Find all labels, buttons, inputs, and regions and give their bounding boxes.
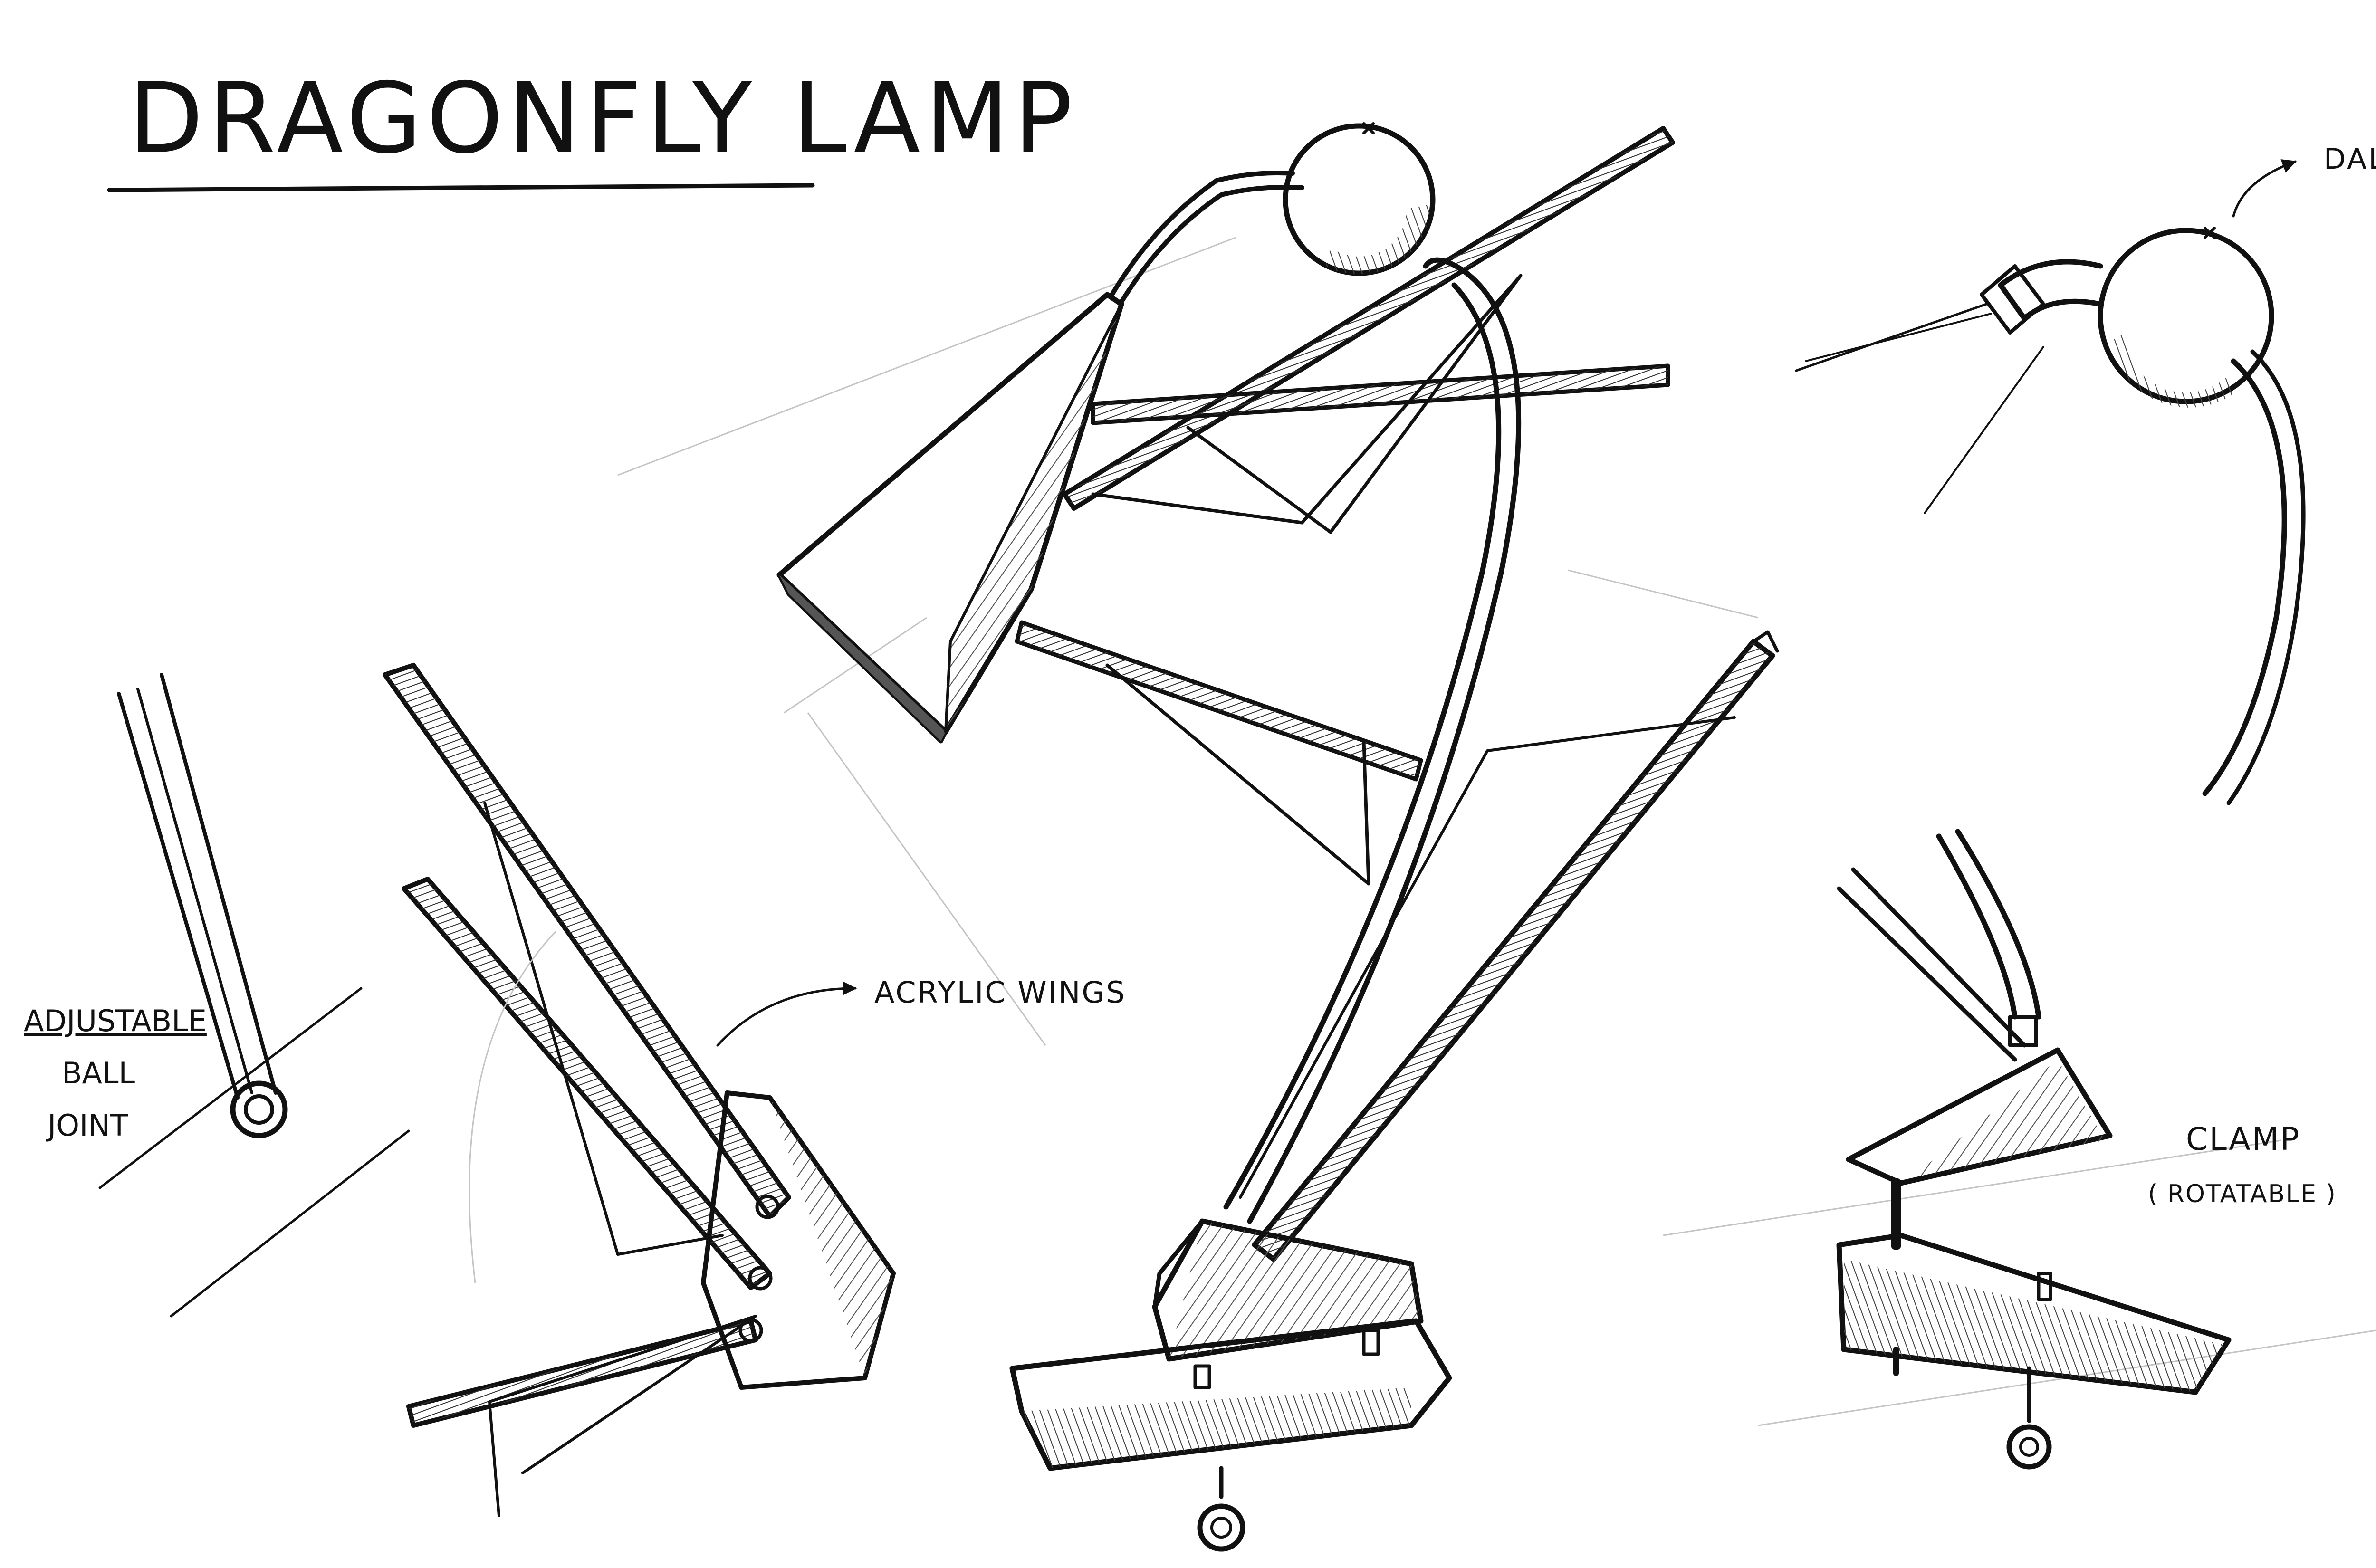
title-underline [107, 183, 815, 192]
ball-joint-label-line-1: ADJUSTABLE [24, 1004, 207, 1038]
main-acrylic-wing-upper [1091, 274, 1523, 534]
detail-neck [1998, 259, 2103, 321]
main-clamp-screw-eye [1197, 1503, 1245, 1552]
wings-acrylic-outline-1 [483, 802, 724, 1256]
main-clamp-knob-1 [1193, 1364, 1211, 1389]
ball-joint-detail: ADJUSTABLE BALL JOINT [24, 673, 410, 1318]
detail-neck-collar [1980, 264, 2045, 335]
ball-label-arrow [2232, 159, 2297, 218]
wings-acrylic-outline-2 [488, 1315, 757, 1517]
clamp-screw-eye [2006, 1424, 2052, 1470]
page-title: DRAGONFLY LAMP [128, 62, 1077, 175]
title-block: DRAGONFLY LAMP [107, 62, 1077, 192]
clamp-label: CLAMP [2186, 1121, 2300, 1157]
ball-joint-label-line-3: JOINT [46, 1108, 129, 1143]
ball-joint-label-line-2: BALL [62, 1056, 135, 1090]
ball-label: DALL [2324, 143, 2376, 176]
ball-joint-socket [230, 1080, 288, 1138]
main-acrylic-wing-lower [1105, 663, 1370, 886]
main-curved-stem [1247, 257, 1522, 1224]
main-acrylic-wing-stem [1239, 716, 1736, 1199]
main-clamp-knob-2 [1362, 1329, 1380, 1356]
ball-head-detail: DALL [1795, 143, 2376, 805]
clamp-note: ( ROTATABLE ) [2148, 1180, 2337, 1208]
clamp-detail: CLAMP ( ROTATABLE ) [1836, 829, 2337, 1470]
clamp-triangle-block [1846, 1047, 2113, 1186]
detail-curved-stem [2202, 358, 2287, 796]
main-upper-arm [1110, 171, 1295, 297]
acrylic-wings-detail: ACRYLIC WINGS [383, 663, 1126, 1517]
main-lamp-sketch [776, 122, 1779, 1552]
clamp-lower-jaw [1836, 1233, 2232, 1395]
wings-label: ACRYLIC WINGS [874, 975, 1126, 1010]
wings-label-arrow [716, 981, 857, 1047]
